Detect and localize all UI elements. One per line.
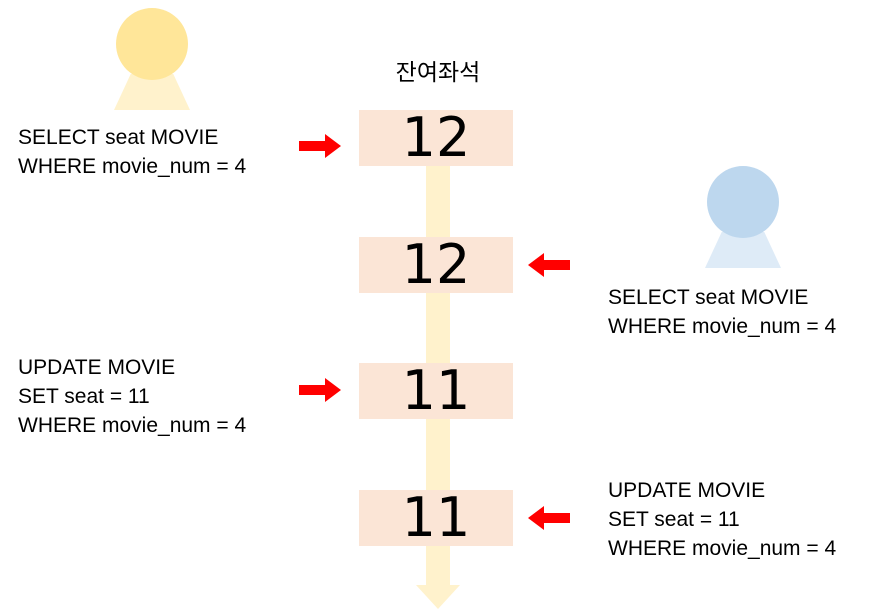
seat-value-box: 11 bbox=[359, 490, 513, 546]
user-a-person-icon bbox=[114, 8, 190, 110]
query-line: WHERE movie_num = 4 bbox=[18, 155, 247, 178]
user-a-select-query: SELECT seat MOVIE WHERE movie_num = 4 bbox=[18, 123, 246, 181]
query-line: SET seat = 11 bbox=[18, 385, 150, 408]
user-b-select-query: SELECT seat MOVIE WHERE movie_num = 4 bbox=[608, 283, 836, 341]
seat-value-box: 11 bbox=[359, 363, 513, 419]
query-line: WHERE movie_num = 4 bbox=[608, 537, 837, 560]
seat-value-box: 12 bbox=[359, 110, 513, 166]
query-line: SELECT seat MOVIE bbox=[18, 126, 219, 149]
left-arrow-icon bbox=[528, 252, 570, 278]
left-arrow-icon bbox=[528, 505, 570, 531]
query-line: WHERE movie_num = 4 bbox=[608, 315, 837, 338]
user-a-head bbox=[116, 8, 188, 80]
timeline-title: 잔여좌석 bbox=[395, 60, 481, 86]
user-b-person-icon bbox=[705, 166, 781, 268]
query-line: UPDATE MOVIE bbox=[18, 356, 176, 379]
user-b-head bbox=[707, 166, 779, 238]
query-line: SET seat = 11 bbox=[608, 508, 740, 531]
user-a-update-query: UPDATE MOVIE SET seat = 11 WHERE movie_n… bbox=[18, 353, 246, 440]
query-line: UPDATE MOVIE bbox=[608, 479, 766, 502]
timeline-arrow-head bbox=[416, 585, 460, 609]
seat-value-box: 12 bbox=[359, 237, 513, 293]
right-arrow-icon bbox=[299, 377, 341, 403]
query-line: WHERE movie_num = 4 bbox=[18, 414, 247, 437]
right-arrow-icon bbox=[299, 133, 341, 159]
query-line: SELECT seat MOVIE bbox=[608, 286, 809, 309]
user-b-update-query: UPDATE MOVIE SET seat = 11 WHERE movie_n… bbox=[608, 476, 836, 563]
